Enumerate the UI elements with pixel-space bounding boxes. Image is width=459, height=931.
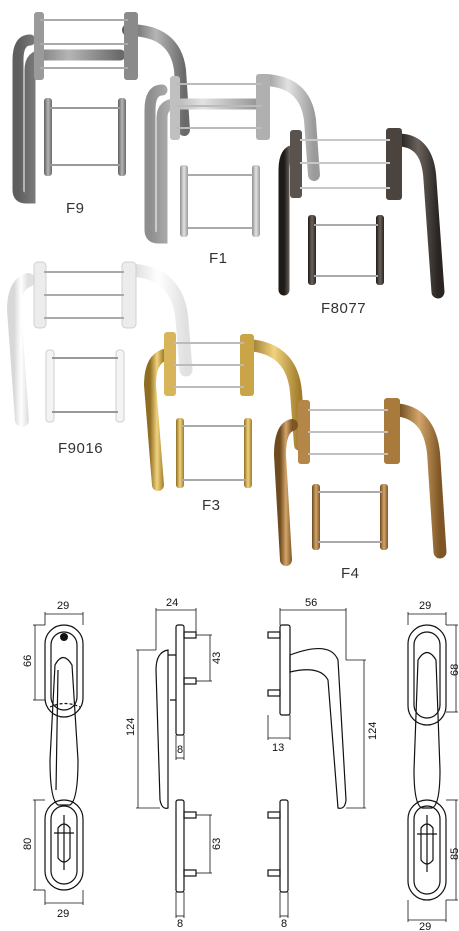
dim-side-left-plate-thickness: 8 — [177, 918, 183, 930]
dim-front-bottom-width: 29 — [57, 908, 69, 920]
handle-f1-icon — [144, 74, 320, 244]
dim-back-top-height: 68 — [449, 664, 459, 676]
handle-f9016-icon — [6, 261, 193, 427]
dim-back-bottom-height: 85 — [449, 848, 459, 860]
dim-side-left-depth: 24 — [166, 597, 178, 609]
front-view-dimensions — [33, 612, 84, 905]
finish-label-f9016: F9016 — [58, 440, 104, 457]
front-view-outline — [44, 624, 84, 891]
dim-side-right-plate-thickness: 8 — [281, 918, 287, 930]
back-view-dimensions — [407, 612, 458, 922]
finish-photos — [6, 12, 447, 566]
side-left-outline — [155, 624, 197, 893]
side-right-dimensions — [267, 608, 366, 918]
finish-label-f8077: F8077 — [321, 300, 367, 317]
handle-f9-icon — [12, 12, 190, 204]
dim-side-right-reach: 56 — [305, 597, 317, 609]
logo-mark-icon — [60, 633, 68, 641]
dim-side-left-spindle-spacing: 43 — [211, 652, 223, 664]
dim-front-top-height: 66 — [22, 655, 34, 667]
finish-label-f3: F3 — [202, 497, 221, 514]
handle-f4-icon — [273, 398, 447, 566]
dim-back-top-width: 29 — [419, 600, 431, 612]
back-view-outline — [407, 624, 447, 901]
dim-side-right-rose-thickness: 13 — [272, 742, 284, 754]
handle-f8077-icon — [278, 128, 445, 299]
dim-front-bottom-height: 80 — [22, 838, 34, 850]
dim-side-left-plate-spacing: 63 — [211, 838, 223, 850]
dim-side-left-handle-length: 124 — [125, 718, 137, 736]
finish-label-f1: F1 — [209, 250, 228, 267]
dim-front-top-width: 29 — [57, 600, 69, 612]
side-left-dimensions — [136, 608, 212, 918]
side-right-outline — [267, 624, 347, 893]
dim-back-bottom-width: 29 — [419, 921, 431, 931]
handle-f3-icon — [143, 332, 306, 491]
dim-side-left-rose-thickness: 8 — [177, 744, 183, 756]
dim-side-right-handle-length: 124 — [367, 722, 379, 740]
finish-label-f9: F9 — [66, 200, 85, 217]
finish-label-f4: F4 — [341, 565, 360, 582]
